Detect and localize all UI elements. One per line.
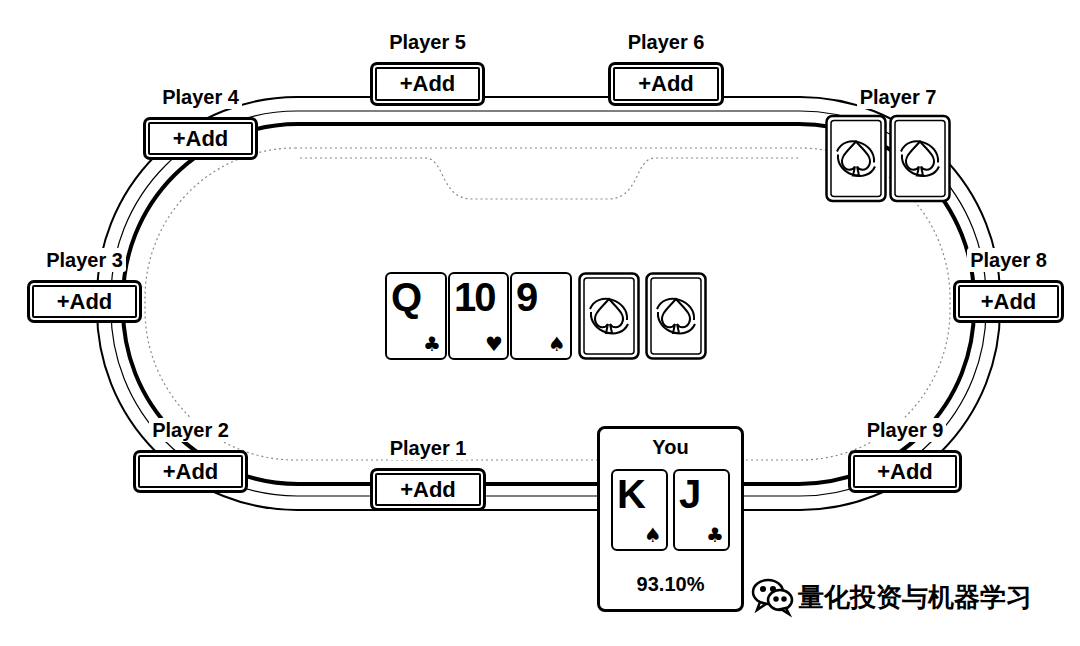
seat: Player 4 +Add [143,85,258,160]
card-rank: K [617,473,644,515]
card-suit: ♥ [485,333,503,355]
seat: Player 9 +Add [848,418,962,493]
card-rank: J [679,473,699,515]
seat-name: Player 4 [159,85,242,109]
add-button: +Add [848,450,962,493]
playing-card: K♠ [611,469,668,551]
seat-name: Player 6 [625,30,708,54]
add-button: +Add [370,468,486,511]
card-suit: ♣ [423,333,441,355]
hero-label: You [652,435,688,459]
card-rank: 9 [516,276,536,318]
add-button: +Add [143,117,258,160]
add-button-text: +Add [57,289,113,315]
card-suit: ♣ [706,524,724,546]
playing-card: 9♠ [510,272,572,360]
card-suit: ♠ [644,524,662,546]
watermark: 量化投资与机器学习 [798,581,1032,613]
add-button: +Add [27,280,142,323]
add-button: +Add [133,450,248,493]
seat: Player 3 +Add [27,248,142,323]
seat-name: Player 5 [386,30,469,54]
add-button-text: +Add [981,289,1037,315]
add-button-text: +Add [400,477,456,503]
seat: Player 1 +Add [370,436,486,511]
playing-card: J♣ [673,469,730,551]
win-equity: 93.10% [637,572,705,596]
seat-name: Player 1 [387,436,470,460]
playing-card: Q♣ [385,272,447,360]
table-rail [97,97,1000,510]
seat: Player 2 +Add [133,418,248,493]
playing-card: 10 ♥ [448,272,509,360]
seat: Player 6 +Add [608,30,724,106]
seat-name: Player 7 [857,85,940,109]
card-suit: ♠ [548,333,566,355]
add-button-text: +Add [400,71,456,97]
hero-box: You93.10%K♠J♣ [597,426,744,612]
seat-name: Player 9 [864,418,947,442]
add-button: +Add [608,62,724,106]
wechat-icon [753,580,792,614]
seat: Player 8 +Add [953,248,1064,323]
seat-name: Player 2 [149,418,232,442]
add-button-text: +Add [163,459,219,485]
card-backs [580,116,950,359]
seat-name: Player 8 [967,248,1050,272]
card-rank: 10 [454,276,495,318]
card-rank: Q [391,276,420,318]
seat-name: Player 3 [43,248,126,272]
add-button: +Add [370,62,485,106]
add-button: +Add [953,280,1064,323]
seat: Player 5 +Add [370,30,485,106]
add-button-text: +Add [173,126,229,152]
add-button-text: +Add [638,71,694,97]
add-button-text: +Add [877,459,933,485]
